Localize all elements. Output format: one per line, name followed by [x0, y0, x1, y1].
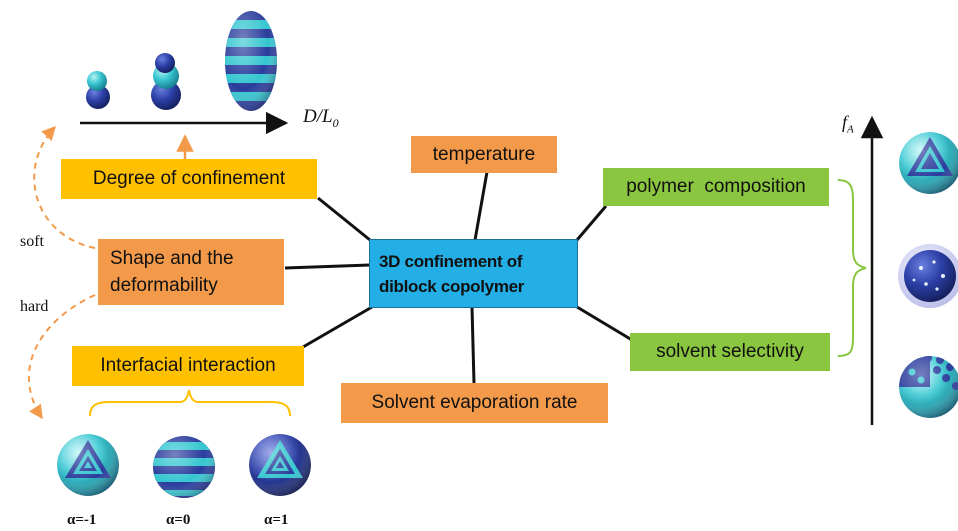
polymer-composition-label: polymer composition [626, 176, 806, 197]
hard-label: hard [20, 298, 49, 315]
medium-particle [151, 53, 181, 110]
alpha-0-label: α=0 [166, 512, 191, 528]
shape-deformability-box: Shape and the deformability [98, 239, 284, 305]
degree-of-confinement-box: Degree of confinement [61, 159, 317, 199]
fa-label: fA [842, 112, 854, 136]
connector-lines [284, 171, 633, 384]
solvent-evaporation-label: Solvent evaporation rate [371, 392, 578, 413]
solvent-selectivity-label: solvent selectivity [656, 341, 804, 362]
soft-dashed-arrow [33, 125, 96, 249]
polymer-composition-box: polymer composition [603, 168, 829, 206]
sphere-fa-high [899, 132, 958, 194]
interfacial-interaction-label: Interfacial interaction [100, 355, 276, 376]
shape-label-line2: deformability [110, 275, 218, 296]
hard-dashed-arrow [27, 294, 96, 420]
sphere-alpha-0 [153, 436, 215, 498]
temperature-label: temperature [432, 143, 536, 165]
composition-brace [837, 179, 867, 357]
center-label-line1: 3D confinement of [379, 251, 523, 271]
sphere-fa-mid [898, 244, 958, 308]
sphere-fa-low [899, 356, 958, 418]
solvent-selectivity-box: solvent selectivity [630, 333, 830, 371]
solvent-evaporation-box: Solvent evaporation rate [341, 383, 608, 423]
sphere-alpha-1 [249, 434, 311, 496]
interfacial-bracket [89, 389, 291, 417]
d-over-l0-label: D/L0 [303, 106, 339, 130]
interfacial-interaction-box: Interfacial interaction [72, 346, 304, 386]
sphere-alpha-minus1 [57, 434, 119, 496]
soft-label: soft [20, 233, 44, 250]
small-particle [86, 71, 110, 109]
temperature-box: temperature [411, 136, 557, 173]
degree-of-confinement-label: Degree of confinement [92, 168, 286, 189]
striped-ellipsoid-particle [225, 11, 277, 111]
center-label-line2: diblock copolymer [379, 276, 525, 296]
shape-label-line1: Shape and the [110, 248, 234, 269]
alpha-1-label: α=1 [264, 512, 289, 528]
center-box: 3D confinement of diblock copolymer [369, 239, 578, 308]
alpha-minus1-label: α=-1 [67, 512, 97, 528]
